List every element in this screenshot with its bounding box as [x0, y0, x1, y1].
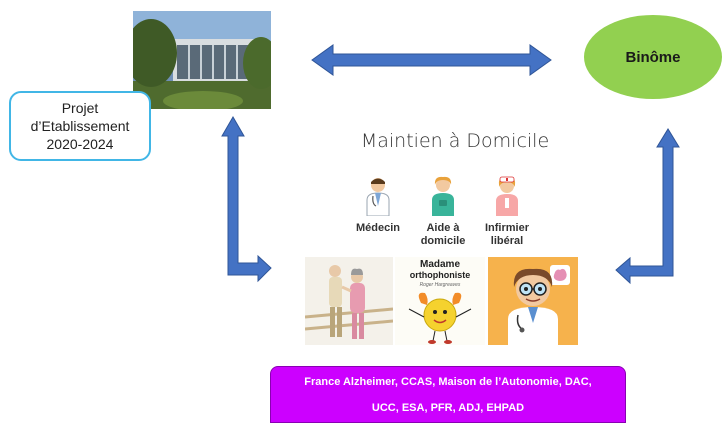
partners-box: France Alzheimer, CCAS, Maison de l’Auto… — [270, 366, 626, 423]
infirmier-label-2: libéral — [490, 235, 524, 247]
physiotherapy-illustration — [305, 257, 393, 345]
aide-label-1: Aide à — [426, 222, 460, 234]
projet-line-3: 2020-2024 — [46, 136, 114, 152]
nurse-icon — [496, 176, 518, 216]
projet-etablissement-box: Projet d’Etablissement 2020-2024 — [9, 91, 151, 161]
projet-line-2: d’Etablissement — [30, 118, 130, 134]
arrow-left-to-images — [221, 116, 272, 283]
infirmier-label-1: Infirmier — [484, 222, 529, 234]
arrow-right-to-images — [615, 128, 680, 285]
professional-infirmier: Infirmier libéral — [472, 176, 542, 248]
partners-line-1: France Alzheimer, CCAS, Maison de l’Auto… — [304, 375, 592, 388]
neurologist-illustration — [488, 257, 578, 345]
partners-line-2: UCC, ESA, PFR, ADJ, EHPAD — [371, 401, 525, 414]
binome-label: Binôme — [625, 48, 681, 66]
aide-label-2: domicile — [420, 235, 466, 247]
medecin-label: Médecin — [355, 222, 400, 234]
home-aide-icon — [432, 176, 454, 216]
diagram-title: Maintien à Domicile — [360, 130, 550, 152]
madame-character-illustration — [408, 292, 472, 344]
professional-aide-domicile: Aide à domicile — [408, 176, 478, 248]
book-title-line-2: orthophoniste — [409, 270, 471, 280]
projet-line-1: Projet — [61, 100, 99, 116]
professional-medecin: Médecin — [343, 176, 413, 235]
book-title-line-1: Madame — [419, 259, 460, 270]
building-photo — [133, 11, 271, 109]
book-author: Roger Hargreaves — [419, 282, 461, 288]
double-arrow-horizontal — [311, 44, 552, 76]
orthophoniste-book-cover: Madame orthophoniste Roger Hargreaves — [395, 257, 485, 345]
binome-ellipse: Binôme — [584, 15, 722, 99]
doctor-icon — [366, 178, 390, 216]
